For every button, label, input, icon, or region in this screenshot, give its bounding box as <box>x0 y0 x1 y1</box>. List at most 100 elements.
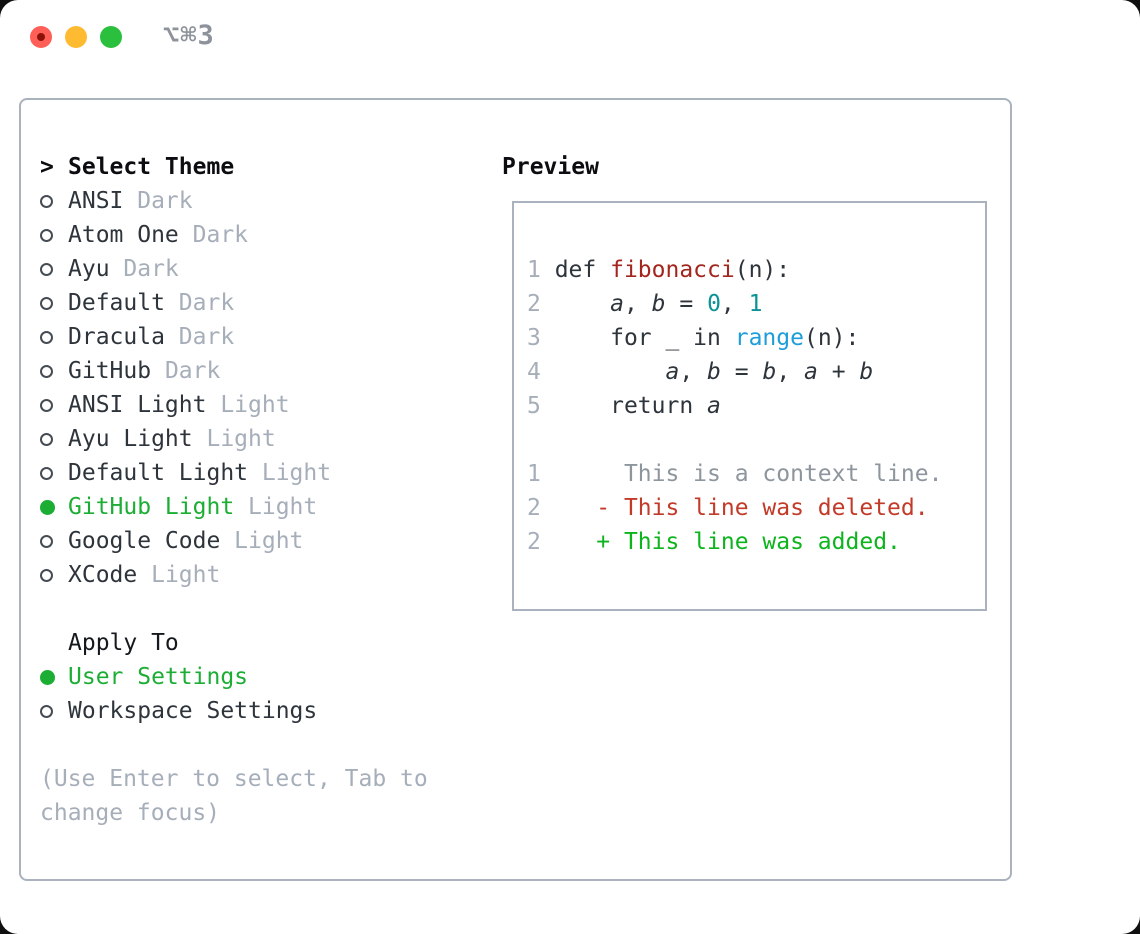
theme-option-ansi-light[interactable]: ANSI Light Light <box>40 388 480 422</box>
code-segment: = <box>665 291 708 317</box>
theme-option-default[interactable]: Default Dark <box>40 286 480 320</box>
minimize-button[interactable] <box>65 26 87 48</box>
hint-text: (Use Enter to select, Tab to change focus… <box>40 762 480 830</box>
code-segment <box>555 495 597 521</box>
code-segment: b <box>707 359 721 385</box>
apply-to-header: Apply To <box>40 626 480 660</box>
code-segment <box>555 359 666 385</box>
radio-icon <box>40 262 53 276</box>
apply-to-header-label: Apply To <box>68 630 179 656</box>
code-segment: b <box>762 359 777 385</box>
radio-icon <box>40 704 53 718</box>
preview-line: 1 def fibonacci(n): <box>527 253 985 287</box>
radio-icon <box>40 330 53 344</box>
theme-option-ansi[interactable]: ANSI Dark <box>40 184 480 218</box>
theme-variant-tag: Light <box>234 528 304 554</box>
code-segment <box>555 529 597 555</box>
line-number: 4 <box>527 359 555 385</box>
select-theme-header: > Select Theme <box>40 150 480 184</box>
preview-line: 2 a, b = 0, 1 <box>527 287 985 321</box>
theme-option-xcode[interactable]: XCode Light <box>40 558 480 592</box>
theme-name: XCode <box>68 562 138 588</box>
code-segment: a <box>610 291 624 317</box>
code-segment: This is a context line. <box>554 461 943 487</box>
line-number: 5 <box>527 393 555 419</box>
hint-line: change focus) <box>40 800 221 826</box>
code-segment: a <box>665 359 680 385</box>
theme-variant-tag: Light <box>248 494 318 520</box>
apply-option-user-settings[interactable]: User Settings <box>40 660 480 694</box>
theme-variant-tag: Dark <box>137 188 193 214</box>
preview-line <box>527 423 985 457</box>
code-segment: a <box>804 359 818 385</box>
theme-name: Atom One <box>68 222 179 248</box>
radio-icon <box>40 228 53 242</box>
select-theme-header-label: Select Theme <box>68 154 235 180</box>
spacer <box>40 592 480 626</box>
preview-line: 5 return a <box>527 389 985 423</box>
code-segment: (n): <box>734 257 791 283</box>
code-segment <box>555 291 610 317</box>
theme-name: ANSI <box>68 188 124 214</box>
close-button[interactable] <box>30 26 52 48</box>
traffic-lights <box>30 26 122 48</box>
window-title: ⌥⌘3 <box>163 20 215 51</box>
theme-option-github-light[interactable]: GitHub Light Light <box>40 490 480 524</box>
code-segment: , <box>776 359 805 385</box>
preview-line: 2 + This line was added. <box>527 525 985 559</box>
theme-name: ANSI Light <box>68 392 207 418</box>
theme-option-atom-one[interactable]: Atom One Dark <box>40 218 480 252</box>
theme-name: Dracula <box>68 324 165 350</box>
preview-line: 4 a, b = b, a + b <box>527 355 985 389</box>
radio-icon <box>40 194 53 208</box>
theme-variant-tag: Dark <box>123 256 179 282</box>
theme-variant-tag: Dark <box>192 222 249 248</box>
code-segment: range <box>734 325 804 351</box>
radio-icon <box>40 466 53 480</box>
line-number: 1 <box>527 461 555 487</box>
apply-option-label: User Settings <box>68 664 249 690</box>
code-segment: b <box>859 359 874 385</box>
theme-name: GitHub <box>68 358 152 384</box>
theme-variant-tag: Dark <box>178 290 235 316</box>
code-segment: , <box>623 291 652 317</box>
apply-option-label: Workspace Settings <box>68 698 318 724</box>
theme-variant-tag: Light <box>151 562 221 588</box>
maximize-button[interactable] <box>100 26 122 48</box>
radio-selected-icon <box>40 669 55 685</box>
spacer <box>40 728 480 762</box>
apply-option-workspace-settings[interactable]: Workspace Settings <box>40 694 480 728</box>
theme-name: Default <box>68 290 165 316</box>
theme-name: GitHub Light <box>68 494 235 520</box>
preview-line: 1 This is a context line. <box>527 457 985 491</box>
line-number: 2 <box>527 495 555 521</box>
code-segment: for _ in <box>554 325 735 351</box>
radio-icon <box>40 296 53 310</box>
radio-icon <box>40 398 53 412</box>
code-segment: , <box>679 359 708 385</box>
code-segment: fibonacci <box>610 257 735 283</box>
code-segment: , <box>720 291 749 317</box>
code-segment: + This line was added. <box>596 529 901 555</box>
code-segment: 0 <box>707 291 721 317</box>
theme-variant-tag: Light <box>220 392 290 418</box>
radio-icon <box>40 364 53 378</box>
code-segment: return <box>554 393 708 419</box>
radio-icon <box>40 534 53 548</box>
preview-line: 3 for _ in range(n): <box>527 321 985 355</box>
code-segment: 1 <box>748 291 763 317</box>
hint-line: (Use Enter to select, Tab to <box>40 766 428 792</box>
